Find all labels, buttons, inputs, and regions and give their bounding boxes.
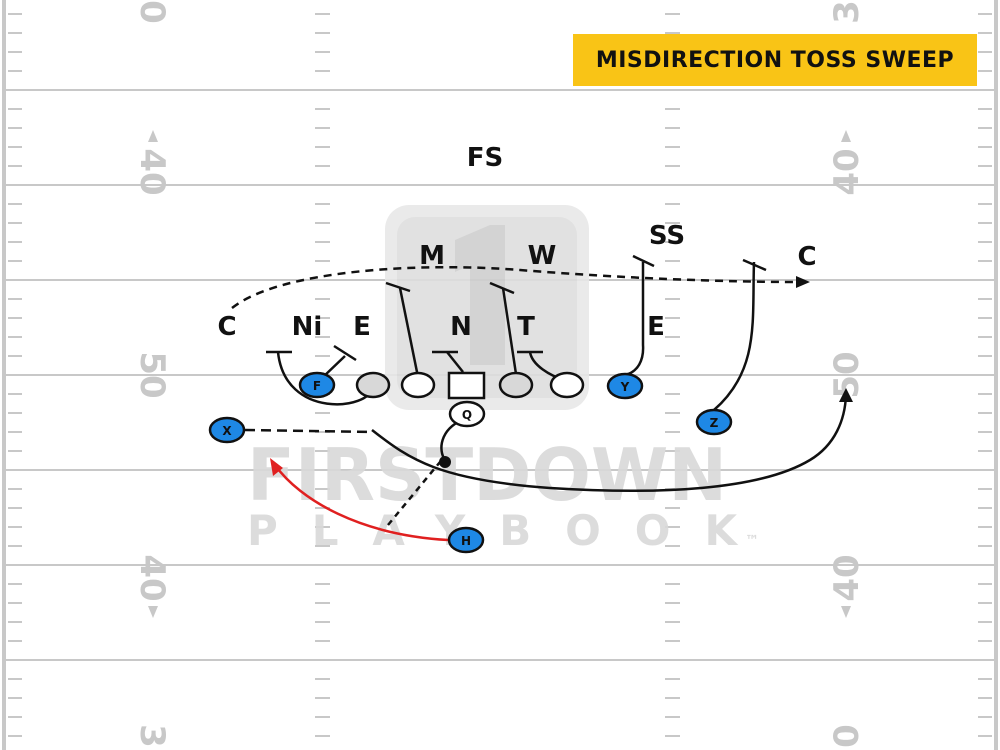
defender-w: W	[528, 241, 557, 271]
play-title: MISDIRECTION TOSS SWEEP	[595, 47, 955, 73]
left-sideline	[2, 0, 6, 750]
h-motion-route	[273, 464, 449, 542]
yard-number: 3	[827, 0, 867, 24]
watermark-trademark: ™	[745, 533, 759, 549]
left-guard	[400, 371, 436, 399]
defender-e-right: E	[647, 312, 665, 342]
defender-t: T	[517, 312, 535, 342]
yard-arrow-icon	[841, 606, 851, 618]
right-sideline	[994, 0, 998, 750]
qb-label: Q	[462, 408, 472, 422]
z-block-path	[713, 261, 756, 411]
player-z	[695, 408, 733, 436]
defender-ni: Ni	[292, 312, 323, 342]
yard-arrow-icon	[148, 130, 158, 142]
corner-motion-route	[231, 265, 801, 309]
yard-number: 50	[132, 351, 172, 398]
right-tackle	[549, 371, 585, 399]
defender-m: M	[419, 241, 445, 271]
watermark-line1: FIRSTDOWN	[247, 433, 727, 517]
defender-c-right: C	[797, 242, 816, 272]
sweep-route	[371, 394, 848, 493]
x-motion-route	[244, 428, 373, 434]
yard-number: 0	[132, 0, 172, 24]
yard-number: 40	[132, 554, 172, 601]
player-label-y: Y	[620, 380, 630, 394]
yard-number: 40	[132, 148, 172, 195]
y-block-path	[624, 262, 645, 377]
yard-number: 40	[827, 148, 867, 195]
player-x	[208, 416, 246, 444]
defender-ss: SS	[649, 221, 685, 251]
player-label-f: F	[313, 379, 321, 393]
yard-number: 3	[132, 724, 172, 748]
defender-n: N	[450, 312, 472, 342]
player-f	[298, 371, 336, 399]
arrow-head-icon	[796, 276, 810, 288]
player-label-z: Z	[710, 416, 719, 430]
skill-players	[208, 371, 733, 554]
rg-block-path	[501, 287, 518, 375]
hash-marks	[8, 13, 992, 737]
offensive-line	[355, 371, 585, 428]
left-tackle	[355, 371, 391, 399]
red-arrow-head-icon	[270, 458, 283, 476]
right-guard	[498, 371, 534, 399]
yard-numbers-left: 0 40 50 40 3	[132, 0, 172, 748]
skill-labels: F Y X Z H	[222, 379, 718, 548]
defender-fs: FS	[467, 143, 504, 173]
defense-labels: FS SS C M W C Ni E N T E	[217, 143, 816, 342]
lg-block-path	[398, 287, 420, 378]
yard-arrow-icon	[841, 130, 851, 142]
player-h	[447, 526, 485, 554]
arrow-head-icon	[839, 388, 853, 402]
defender-e-left: E	[353, 312, 371, 342]
defender-c-left: C	[217, 312, 236, 342]
c-block-path	[446, 351, 464, 373]
pitch-path	[387, 461, 441, 526]
player-y	[606, 372, 644, 400]
quarterback	[448, 400, 486, 428]
yard-numbers-right: 3 40 50 40 0	[827, 0, 867, 748]
defender-marks	[266, 254, 767, 379]
yard-arrow-icon	[148, 606, 158, 618]
player-label-x: X	[222, 424, 232, 438]
play-title-banner: MISDIRECTION TOSS SWEEP	[573, 34, 977, 86]
center	[447, 371, 486, 400]
player-label-h: H	[461, 534, 471, 548]
handoff-point-icon	[439, 456, 451, 468]
yard-number: 40	[827, 554, 867, 601]
yard-number: 0	[827, 724, 867, 748]
